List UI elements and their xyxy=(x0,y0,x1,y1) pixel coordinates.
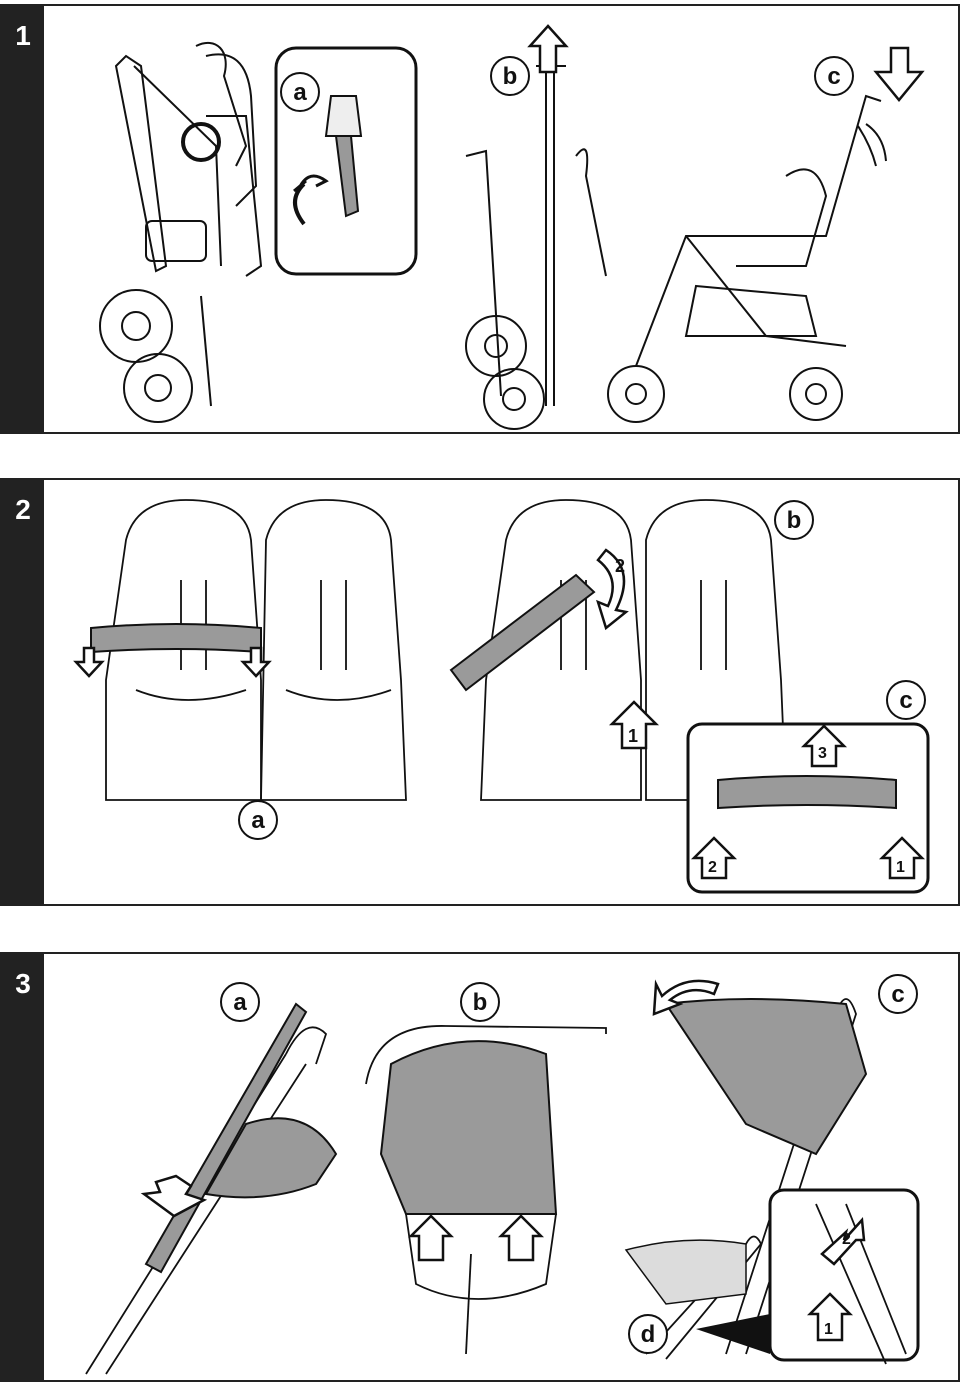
canopy-illustration: 2 1 xyxy=(85,979,920,1375)
arrow-number-2c: 2 xyxy=(708,859,717,876)
step-number-2: 2 xyxy=(2,480,44,904)
arrow-number-2b: 2 xyxy=(615,556,625,576)
label-3a: a xyxy=(220,982,260,1022)
down-arrow-icon xyxy=(240,646,272,678)
label-2b: b xyxy=(774,500,814,540)
arrow-number-1b: 1 xyxy=(628,726,638,746)
label-2c: c xyxy=(886,680,926,720)
down-arrow-icon xyxy=(873,46,925,102)
curved-arrow-icon xyxy=(293,182,306,226)
arrow-number-3c: 3 xyxy=(818,745,827,762)
label-1c: c xyxy=(814,56,854,96)
up-arrow-icon xyxy=(820,1217,866,1266)
arrow-number-2d: 2 xyxy=(842,1231,851,1248)
up-arrow-icon xyxy=(806,1292,854,1342)
up-arrow-icon xyxy=(527,24,569,74)
up-arrow-icon xyxy=(608,700,660,750)
down-arrow-icon xyxy=(140,1174,208,1218)
step-number-3: 3 xyxy=(2,954,44,1380)
label-1b: b xyxy=(490,56,530,96)
step-panel-3: 3 xyxy=(0,952,960,1382)
up-arrow-icon xyxy=(878,836,926,880)
label-3b: b xyxy=(460,982,500,1022)
step-panel-2: 2 2 1 xyxy=(0,478,960,906)
arrow-number-1d: 1 xyxy=(824,1321,833,1338)
label-3d: d xyxy=(628,1314,668,1354)
step-number-1: 1 xyxy=(2,6,44,432)
stroller-fold-illustration xyxy=(99,24,925,430)
step-panel-1: 1 xyxy=(0,4,960,434)
label-1a: a xyxy=(280,72,320,112)
curved-arrow-icon xyxy=(596,548,629,631)
up-arrow-icon xyxy=(690,836,738,880)
up-arrow-icon xyxy=(800,724,848,768)
label-3c: c xyxy=(878,974,918,1014)
seat-bumper-illustration: 2 1 3 2 1 xyxy=(73,499,930,894)
down-arrow-icon xyxy=(73,646,105,678)
label-2a: a xyxy=(238,800,278,840)
up-arrow-icon xyxy=(407,1214,455,1262)
arrow-number-1c: 1 xyxy=(896,859,905,876)
up-arrow-icon xyxy=(497,1214,545,1262)
curved-arrow-icon xyxy=(652,979,720,1016)
